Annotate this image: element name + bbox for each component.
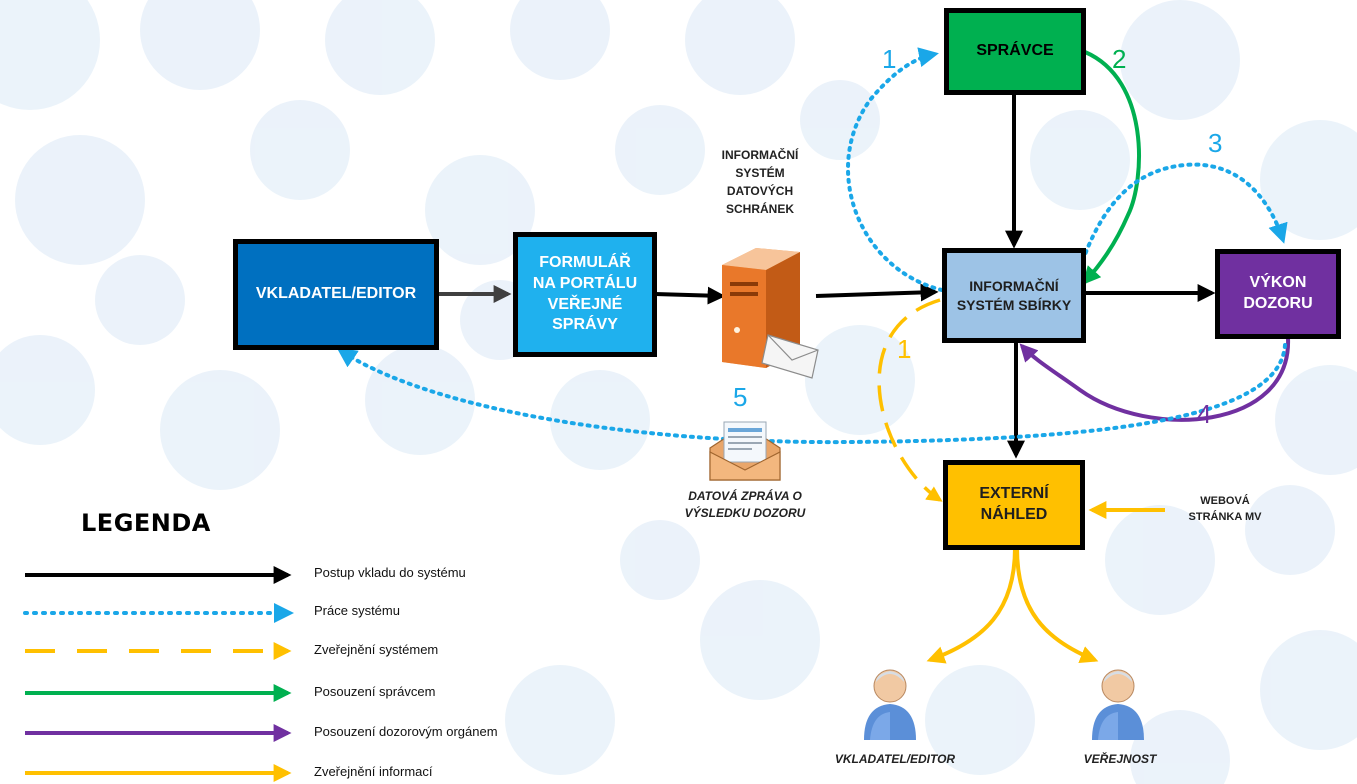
legend-label-postup: Postup vkladu do systému xyxy=(314,565,466,580)
legend-label-zverejneni-informaci: Zveřejnění informací xyxy=(314,764,433,779)
person-label-editor: VKLADATEL/EDITOR xyxy=(834,752,956,766)
arrow-step3-isb-vykon xyxy=(1078,162,1288,270)
label-isds: INFORMAČNÍ SYSTÉM DATOVÝCH SCHRÁNEK xyxy=(721,148,799,216)
arrow-externi-editor xyxy=(926,547,1017,664)
label-datova-zprava: DATOVÁ ZPRÁVA O VÝSLEDKU DOZORU xyxy=(684,489,806,521)
person-label-verejnost: VEŘEJNOST xyxy=(1083,752,1157,766)
step-number-3-blue: 3 xyxy=(1208,128,1223,158)
legend-label-zverejneni-systemem: Zveřejnění systémem xyxy=(314,642,439,657)
legend-label-posouzeni-dozor: Posouzení dozorovým orgánem xyxy=(314,724,498,739)
arrow-isds-isb xyxy=(815,283,939,302)
step-number-2-green: 2 xyxy=(1112,44,1127,74)
arrow-step1-isb-externi xyxy=(877,298,943,502)
step-number-4-purple: 4 xyxy=(1197,399,1212,429)
step-number-1-blue: 1 xyxy=(882,44,897,74)
arrow-step2-spravce-isb xyxy=(1082,50,1141,285)
person-icon xyxy=(1092,669,1144,740)
box-formular: FORMULÁŘ NA PORTÁLU VEŘEJNÉ SPRÁVY xyxy=(513,232,657,357)
legend-label-prace: Práce systému xyxy=(314,603,400,618)
box-vkladatel-editor: VKLADATEL/EDITOR xyxy=(233,239,439,350)
step-number-5-blue: 5 xyxy=(733,382,748,412)
box-informacni-system-sbirky: INFORMAČNÍ SYSTÉM SBÍRKY xyxy=(942,248,1086,343)
box-externi-nahled: EXTERNÍ NÁHLED xyxy=(943,460,1085,550)
legend-title: LEGENDA xyxy=(81,509,211,537)
envelope-icon xyxy=(761,334,819,379)
arrow-step5-vykon-vkladatel xyxy=(336,343,1287,445)
arrow-step1-isb-spravce xyxy=(846,47,944,292)
step-number-1-yellow: 1 xyxy=(897,334,912,364)
arrow-externi-verejnost xyxy=(1015,547,1099,664)
legend-label-posouzeni-spravcem: Posouzení správcem xyxy=(314,684,436,699)
open-envelope-icon xyxy=(709,421,781,481)
label-webova-stranka: WEBOVÁ STRÁNKA MV xyxy=(1188,495,1262,523)
arrow-step4-vykon-isb xyxy=(1019,337,1291,422)
box-vykon-dozoru: VÝKON DOZORU xyxy=(1215,249,1341,339)
box-spravce: SPRÁVCE xyxy=(944,8,1086,95)
arrow-formular-isds xyxy=(654,286,726,305)
person-icon xyxy=(864,669,916,740)
